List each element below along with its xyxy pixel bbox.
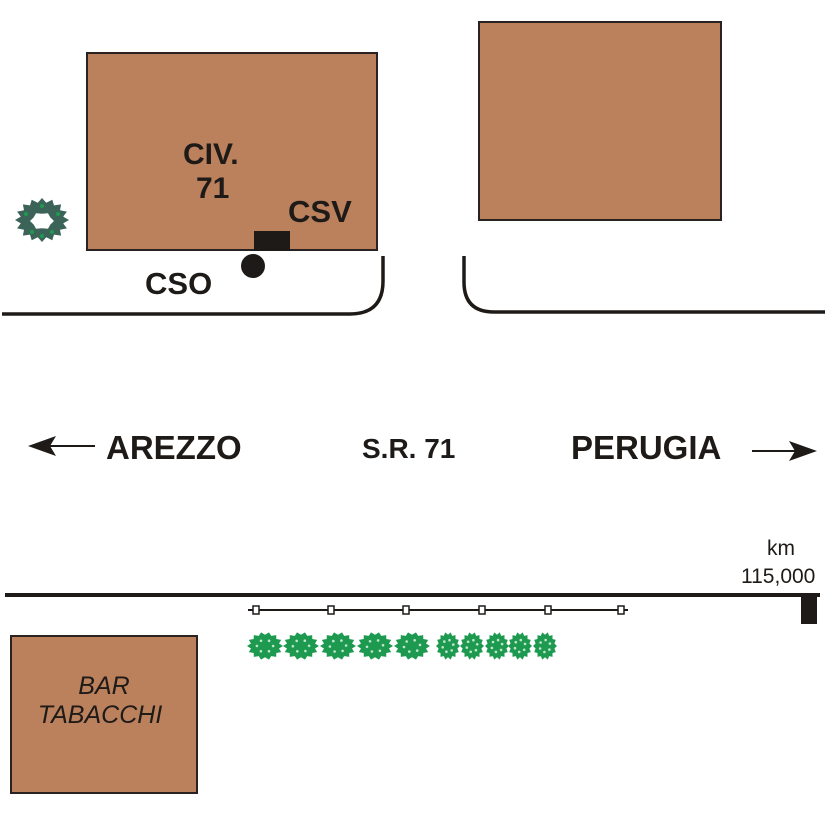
csv-label: CSV — [288, 194, 352, 229]
shrub-icon — [394, 632, 430, 660]
shrub-icon — [485, 632, 509, 660]
milestone-post-icon — [801, 594, 817, 624]
arrow-right-icon — [752, 441, 817, 461]
cso-label: CSO — [145, 266, 213, 301]
road-edge-north-east — [462, 256, 825, 314]
fence-post-icon — [617, 605, 625, 615]
arrow-left-icon — [28, 436, 95, 456]
building-bar-tabacchi — [10, 635, 198, 794]
csv-marker-icon — [254, 231, 290, 251]
fence-post-icon — [327, 605, 335, 615]
cso-marker-icon — [241, 254, 265, 278]
shrub-icon — [508, 632, 532, 660]
building-civ-71 — [86, 52, 378, 251]
wreath-icon — [15, 198, 69, 242]
fence-post-icon — [402, 605, 410, 615]
shrub-icon — [460, 632, 484, 660]
road-name: S.R. 71 — [362, 433, 456, 464]
fence-post-icon — [252, 605, 260, 615]
building-northeast — [478, 21, 722, 221]
bar-tabacchi-line2: TABACCHI — [37, 701, 163, 729]
civ-label-line1: CIV. — [183, 138, 239, 171]
shrub-icon — [357, 632, 393, 660]
shrub-row — [247, 632, 557, 660]
destination-arezzo: AREZZO — [106, 429, 242, 466]
road-edge-north-west — [2, 256, 385, 316]
fence-post-icon — [544, 605, 552, 615]
shrub-icon — [320, 632, 356, 660]
fence-post-icon — [478, 605, 486, 615]
shrub-icon — [247, 632, 283, 660]
shrub-icon — [533, 632, 557, 660]
destination-perugia: PERUGIA — [571, 429, 722, 466]
milestone-unit: km — [767, 537, 795, 560]
bar-tabacchi-line1: BAR — [78, 672, 130, 700]
milestone-value: 115,000 — [741, 565, 816, 588]
fence — [248, 605, 628, 615]
shrub-icon — [283, 632, 319, 660]
shrub-icon — [436, 632, 460, 660]
civ-label-line2: 71 — [196, 172, 230, 205]
